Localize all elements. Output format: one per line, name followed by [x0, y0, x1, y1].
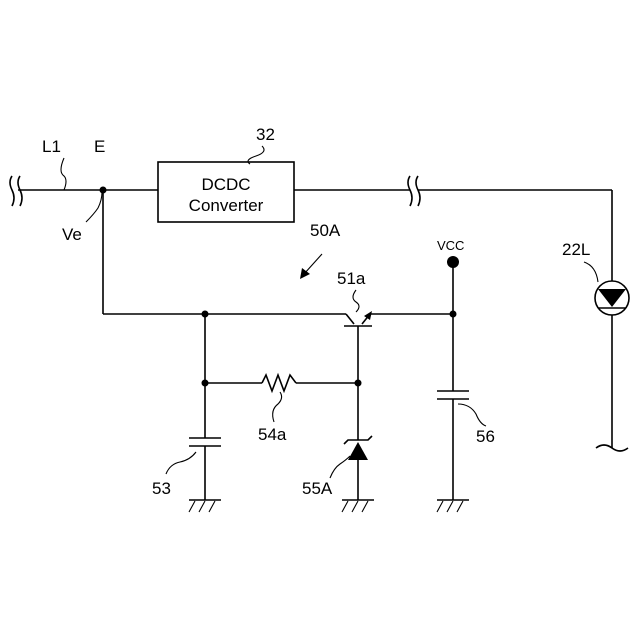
converter-ref-label: 32 [256, 125, 275, 144]
capacitor-53 [189, 438, 221, 446]
line-l1-label: L1 [42, 137, 61, 156]
led-label: 22L [562, 240, 590, 259]
zener-label: 55A [302, 479, 333, 498]
voltage-ve-label: Ve [62, 225, 82, 244]
line-l1-break [10, 176, 22, 206]
vcc-label: VCC [437, 238, 464, 253]
ground-53 [189, 500, 221, 512]
circuit-label: 50A [310, 221, 341, 240]
led-leader [584, 262, 598, 282]
transistor-label: 51a [337, 269, 366, 288]
transistor-51a [344, 311, 372, 383]
zener-leader [330, 456, 350, 478]
converter-line2: Converter [189, 196, 264, 215]
l1-leader [61, 158, 66, 190]
node-e-label: E [94, 137, 105, 156]
cap-left-leader [166, 452, 196, 474]
resistor-leader [273, 392, 282, 422]
ground-56 [437, 500, 469, 512]
ground-55a [342, 500, 374, 512]
zener-55a [344, 436, 372, 460]
output-line-break [408, 176, 420, 206]
converter-line1: DCDC [201, 175, 250, 194]
resistor-54a [262, 375, 296, 391]
capacitor-56 [437, 391, 469, 399]
transistor-leader [353, 290, 359, 312]
ve-leader [86, 192, 102, 222]
led-22l [595, 281, 629, 315]
circuit-arrow [304, 254, 322, 274]
cap-left-label: 53 [152, 479, 171, 498]
resistor-label: 54a [258, 425, 287, 444]
cap-right-label: 56 [476, 427, 495, 446]
cap-right-leader [458, 404, 486, 426]
